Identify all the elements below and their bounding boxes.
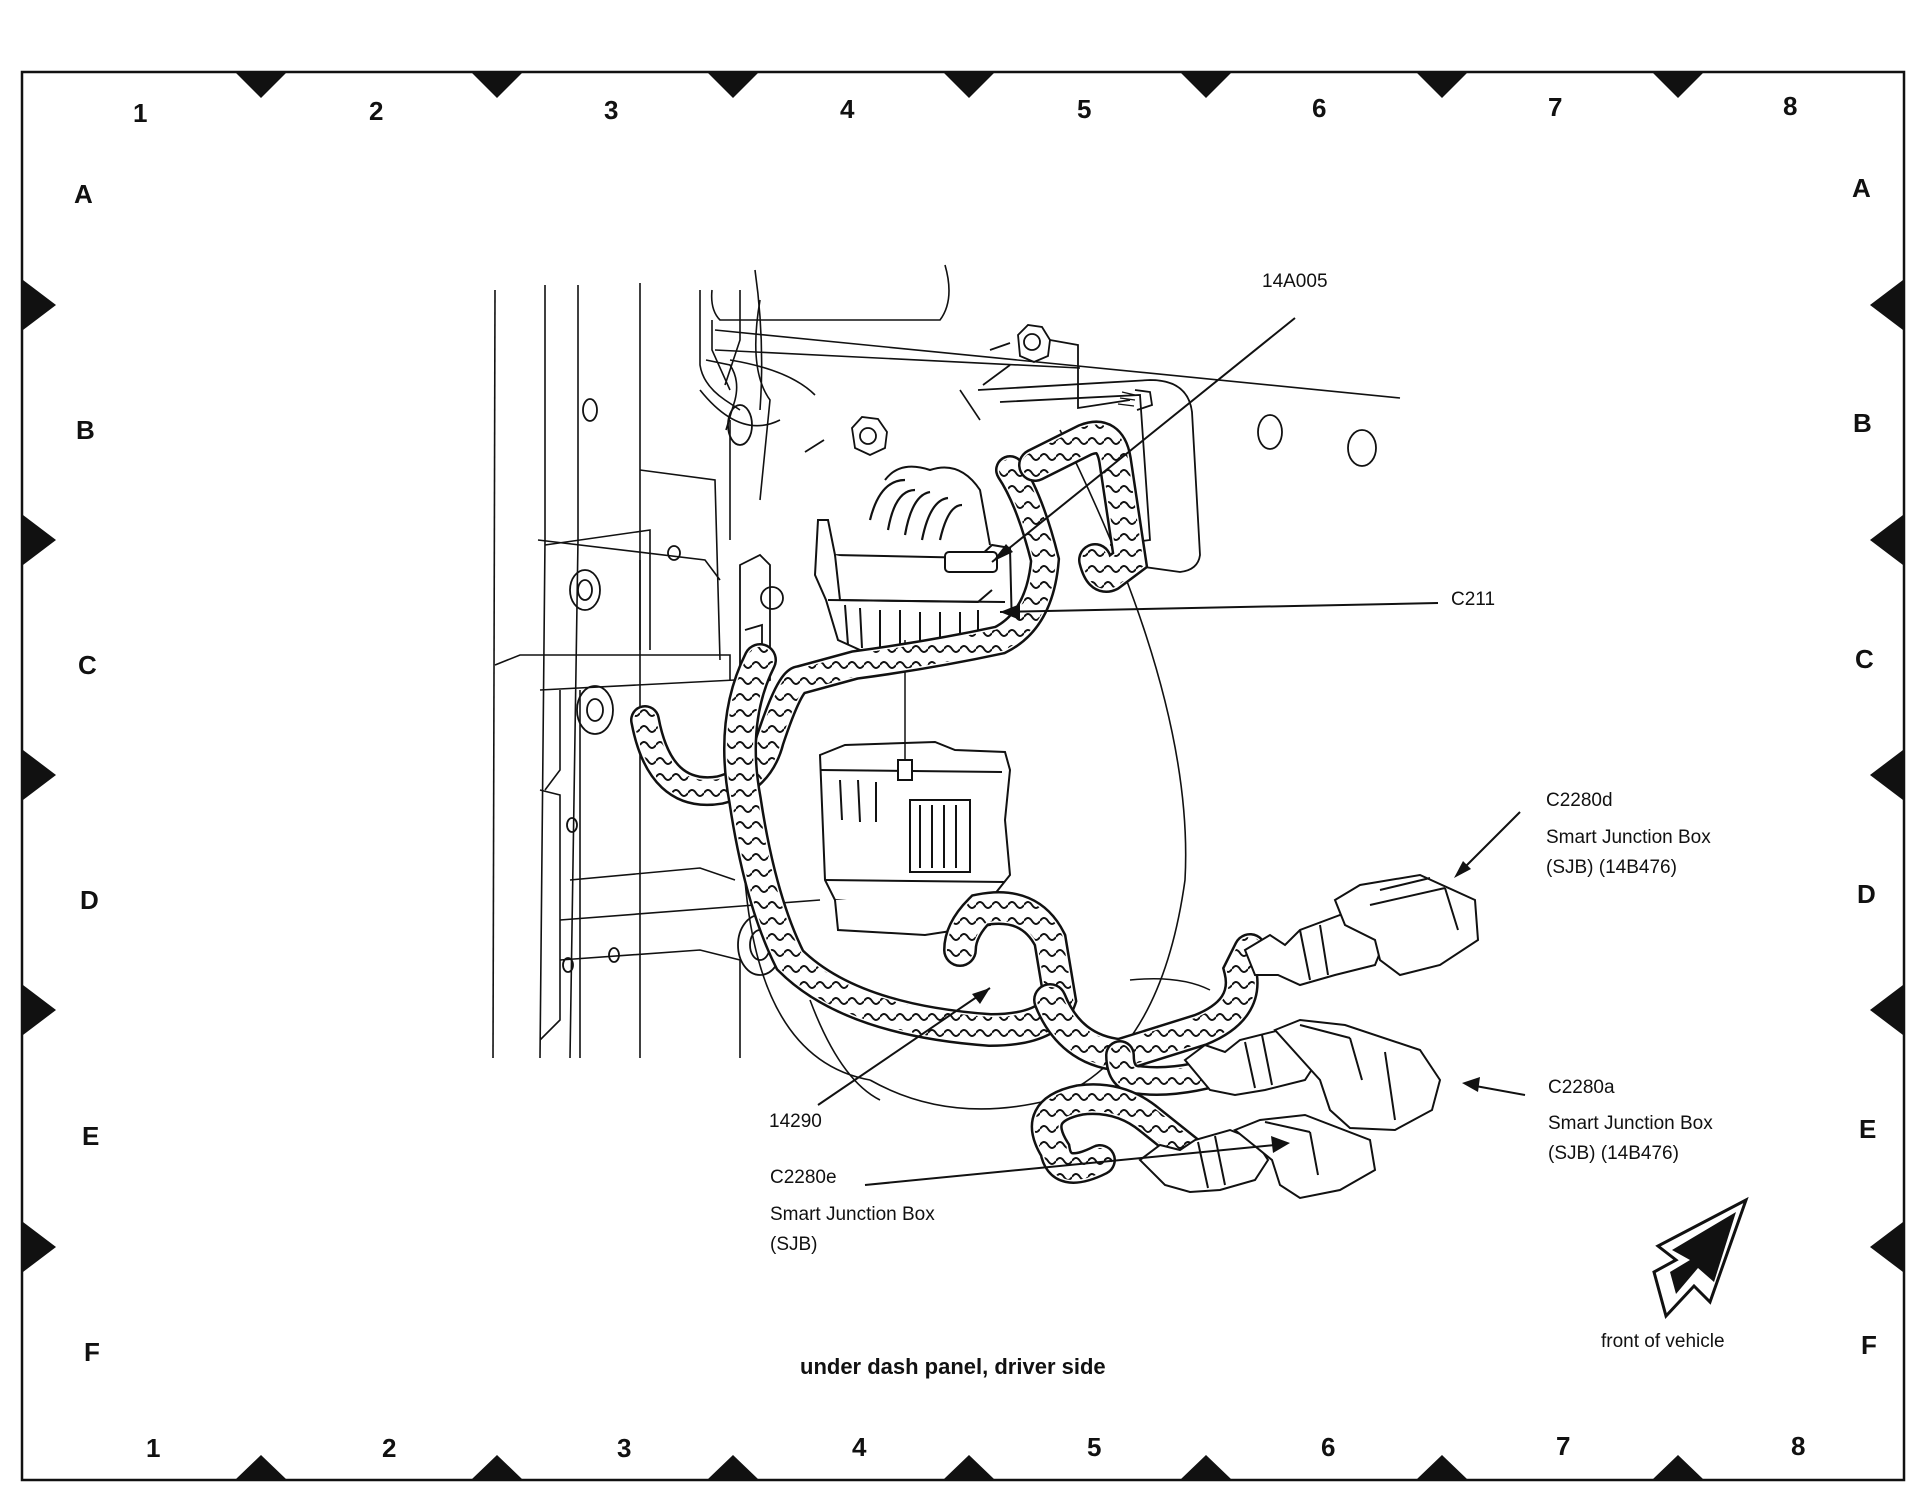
grid-row-a-right: A <box>1852 173 1871 203</box>
label-c2280a-line2: (SJB) (14B476) <box>1548 1143 1679 1164</box>
label-c211: C211 <box>1451 589 1496 610</box>
wiring-harness-14290 <box>630 420 1285 1184</box>
label-c2280d-line1: Smart Junction Box <box>1546 827 1711 848</box>
grid-column-2: 2 <box>369 96 384 126</box>
sjb-connector-c2280d <box>1243 873 1480 987</box>
grid-row-d-right: D <box>1857 879 1876 909</box>
grid-column-8-bottom: 8 <box>1791 1431 1806 1461</box>
bolts-and-holes <box>562 324 1377 976</box>
front-direction-arrow-icon <box>1652 1196 1749 1319</box>
grid-column-8: 8 <box>1783 91 1798 121</box>
grid-row-e-right: E <box>1859 1114 1877 1144</box>
grid-column-7-bottom: 7 <box>1556 1431 1571 1461</box>
grid-column-5-bottom: 5 <box>1087 1432 1102 1462</box>
grid-row-a: A <box>74 179 93 209</box>
leader-lines <box>817 317 1526 1186</box>
grid-column-3-bottom: 3 <box>617 1433 632 1463</box>
label-c2280d-line2: (SJB) (14B476) <box>1546 857 1677 878</box>
grid-column-5: 5 <box>1077 94 1092 124</box>
grid-markers <box>23 73 1903 1479</box>
grid-row-d: D <box>80 885 99 915</box>
label-c2280e-line2: (SJB) <box>770 1234 818 1255</box>
diagram-caption: under dash panel, driver side <box>800 1354 1106 1379</box>
grid-column-1-bottom: 1 <box>146 1433 161 1463</box>
sjb-connector-c2280a <box>1183 1018 1442 1132</box>
grid-row-c-right: C <box>1855 644 1874 674</box>
grid-column-4-bottom: 4 <box>852 1432 867 1462</box>
label-c2280a-id: C2280a <box>1548 1077 1615 1098</box>
grid-column-6-bottom: 6 <box>1321 1432 1336 1462</box>
label-14290: 14290 <box>769 1111 822 1132</box>
lower-connector-block <box>818 640 1012 937</box>
sjb-connector-c2280e <box>1138 1113 1377 1200</box>
dash-panel-structure <box>492 264 1401 1110</box>
front-of-vehicle-label: front of vehicle <box>1601 1331 1725 1352</box>
c211-connector <box>813 465 1014 662</box>
grid-row-b: B <box>76 415 95 445</box>
grid-column-6: 6 <box>1312 93 1327 123</box>
diagram-frame <box>20 70 1906 1482</box>
label-14a005: 14A005 <box>1262 271 1328 292</box>
grid-row-f: F <box>84 1337 100 1367</box>
label-c2280a-line1: Smart Junction Box <box>1548 1113 1713 1134</box>
grid-row-e: E <box>82 1121 100 1151</box>
grid-column-7: 7 <box>1548 92 1563 122</box>
label-c2280d-id: C2280d <box>1546 790 1613 811</box>
grid-column-1: 1 <box>133 98 148 128</box>
grid-row-c: C <box>78 650 97 680</box>
label-c2280e-id: C2280e <box>770 1167 837 1188</box>
label-c2280e-line1: Smart Junction Box <box>770 1204 935 1225</box>
grid-row-f-right: F <box>1861 1330 1877 1360</box>
leader-arrowheads <box>972 544 1480 1153</box>
grid-column-4: 4 <box>840 94 855 124</box>
grid-column-3: 3 <box>604 95 619 125</box>
grid-row-b-right: B <box>1853 408 1872 438</box>
grid-column-2-bottom: 2 <box>382 1433 397 1463</box>
